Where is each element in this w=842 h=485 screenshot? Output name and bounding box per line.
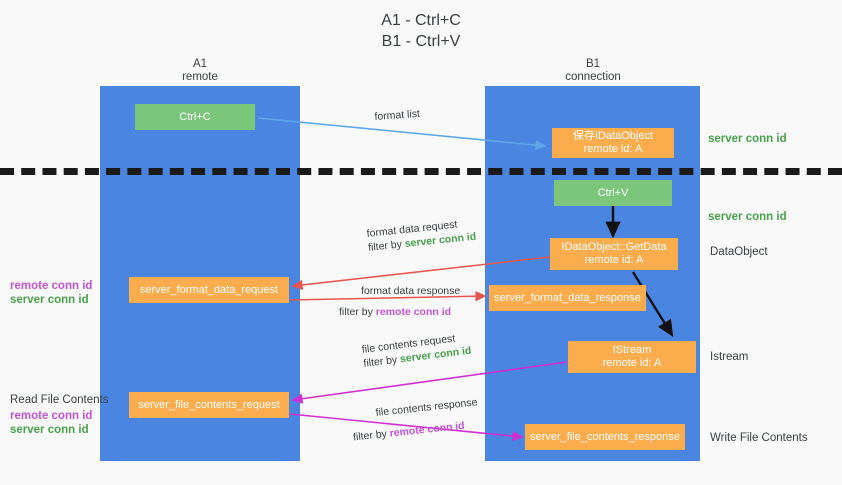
arrow-label-format-data-response-value: remote conn id <box>375 306 452 318</box>
arrow-label-file-contents-request: file contents request filter by server c… <box>361 330 472 371</box>
column-header-a1: A1 remote <box>140 58 260 84</box>
arrow-label-format-list: format list <box>374 107 421 123</box>
label-dataobject: DataObject <box>710 246 768 258</box>
box-idataobject-title: 保存IDataObject <box>572 130 654 142</box>
arrow-label-file-contents-response: file contents response filter by remote … <box>353 395 480 443</box>
label-write-file-contents: Write File Contents <box>710 432 808 444</box>
title-line-1: A1 - Ctrl+C <box>381 12 461 29</box>
arrow-label-format-data-response-line1: format data response <box>361 285 461 297</box>
arrow-label-format-data-response: format data response filter by remote co… <box>339 284 461 319</box>
box-ctrl-v-label: Ctrl+V <box>597 186 629 199</box>
arrow-label-file-contents-request-prefix: filter by <box>362 353 401 370</box>
label-server-conn-id-2: server conn id <box>10 424 89 436</box>
box-ctrl-v[interactable]: Ctrl+V <box>554 180 672 206</box>
box-server-file-contents-request[interactable]: server_file_contents_request <box>129 392 289 418</box>
label-server-conn-id-top: server conn id <box>708 133 787 145</box>
box-server-file-contents-request-label: server_file_contents_request <box>138 398 280 411</box>
column-a1-name: A1 <box>192 58 208 70</box>
arrow-label-format-data-request: format data request filter by server con… <box>366 216 477 255</box>
box-idataobject[interactable]: 保存IDataObject remote id: A <box>552 128 674 158</box>
label-server-conn-id-1: server conn id <box>10 294 89 306</box>
box-istream[interactable]: IStream remote id: A <box>568 341 696 373</box>
box-server-format-data-response-label: server_format_data_response <box>494 291 641 304</box>
box-getdata-sub: remote id: A <box>584 254 644 266</box>
column-header-b1: B1 connection <box>533 58 653 84</box>
box-server-format-data-request[interactable]: server_format_data_request <box>129 277 289 303</box>
arrow-label-file-contents-response-line2: filter by remote conn id <box>352 417 480 444</box>
label-read-file-contents: Read File Contents <box>10 394 109 406</box>
arrow-label-file-contents-response-prefix: filter by <box>352 427 391 444</box>
column-b1-name: B1 <box>585 58 601 70</box>
label-remote-conn-id-1: remote conn id <box>10 280 93 292</box>
phase-divider <box>0 168 842 175</box>
arrow-label-format-data-request-prefix: filter by <box>367 238 406 254</box>
label-istream: Istream <box>710 351 749 363</box>
arrow-label-file-contents-response-value: remote conn id <box>389 419 466 440</box>
label-server-conn-id-mid: server conn id <box>708 211 787 223</box>
arrow-label-format-data-response-prefix: filter by <box>339 306 376 318</box>
box-istream-title: IStream <box>612 344 652 356</box>
column-a1-sub: remote <box>182 71 218 83</box>
column-b1-sub: connection <box>565 71 621 83</box>
box-getdata[interactable]: IDataObject::GetData remote id: A <box>550 238 678 270</box>
title-line-2: B1 - Ctrl+V <box>381 33 461 50</box>
arrow-label-format-data-response-line2: filter by remote conn id <box>339 305 460 319</box>
box-ctrl-c[interactable]: Ctrl+C <box>135 104 255 130</box>
page-title: A1 - Ctrl+C B1 - Ctrl+V <box>0 10 842 52</box>
box-server-file-contents-response-label: server_file_contents_response <box>530 430 680 443</box>
box-getdata-title: IDataObject::GetData <box>561 241 667 253</box>
box-server-format-data-request-label: server_format_data_request <box>139 283 279 296</box>
box-idataobject-sub: remote id: A <box>583 143 643 155</box>
arrow-label-file-contents-response-line1: file contents response <box>375 396 478 419</box>
label-remote-conn-id-2: remote conn id <box>10 410 93 422</box>
box-istream-sub: remote id: A <box>602 357 662 369</box>
box-server-file-contents-response[interactable]: server_file_contents_response <box>525 424 685 450</box>
box-ctrl-c-label: Ctrl+C <box>179 110 211 123</box>
box-server-format-data-response[interactable]: server_format_data_response <box>489 285 646 311</box>
